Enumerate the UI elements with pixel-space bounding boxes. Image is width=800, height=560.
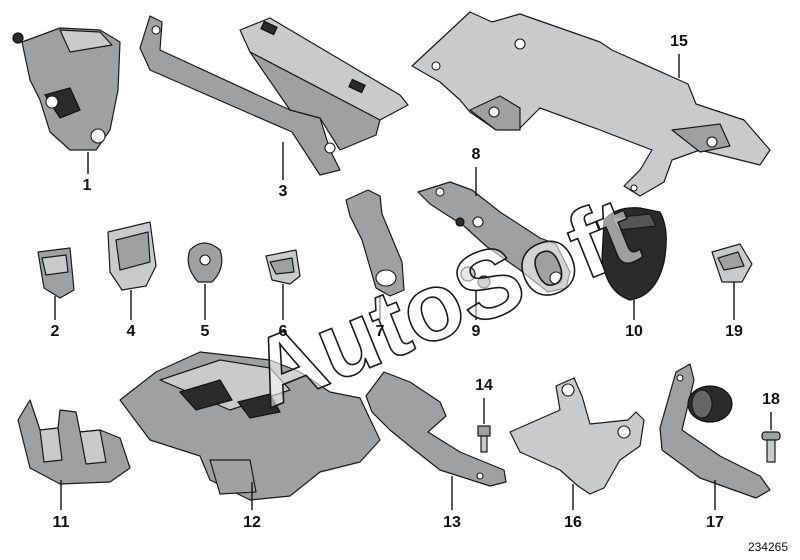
part-11-holder — [17, 399, 131, 485]
part-16-bracket — [509, 377, 645, 495]
callout-number-13: 13 — [443, 514, 461, 531]
part-9-nut — [460, 266, 491, 289]
callout-number-12: 12 — [243, 514, 261, 531]
part-15-bracket — [411, 11, 771, 197]
watermark: AutoSoft — [236, 176, 653, 429]
callout-number-5: 5 — [200, 323, 210, 340]
part-5-grommet — [187, 242, 223, 283]
callout-number-7: 7 — [375, 323, 385, 340]
part-3-bracket — [139, 15, 409, 176]
part-2-clip — [37, 247, 75, 299]
watermark-text: AutoSoft — [236, 177, 652, 428]
callout-number-14: 14 — [475, 377, 493, 394]
callout-number-19: 19 — [725, 323, 743, 340]
callout-number-10: 10 — [625, 323, 643, 340]
part-10-rubber-block — [601, 207, 667, 301]
part-6-clip — [265, 249, 301, 285]
part-1-holder — [12, 27, 121, 151]
callout-number-4: 4 — [126, 323, 136, 340]
callout-number-6: 6 — [278, 323, 288, 340]
part-19-clip — [711, 243, 753, 283]
callout-number-11: 11 — [52, 514, 70, 531]
part-7-clamp — [345, 189, 405, 297]
callout-number-17: 17 — [706, 514, 724, 531]
callout-number-1: 1 — [82, 177, 92, 194]
callout-number-2: 2 — [50, 323, 60, 340]
part-18-screw — [761, 431, 781, 463]
callout-number-18: 18 — [762, 391, 780, 408]
part-12-housing — [119, 351, 381, 501]
part-17-bracket — [659, 363, 771, 499]
callout-number-9: 9 — [471, 323, 481, 340]
reference-number: 234265 — [747, 540, 788, 554]
callout-number-15: 15 — [670, 33, 688, 50]
callout-number-3: 3 — [278, 183, 288, 200]
callout-number-16: 16 — [564, 514, 582, 531]
part-4-clip — [107, 221, 157, 291]
callout-number-8: 8 — [471, 146, 481, 163]
part-13-bracket — [365, 371, 507, 487]
part-14-screw — [477, 425, 491, 453]
